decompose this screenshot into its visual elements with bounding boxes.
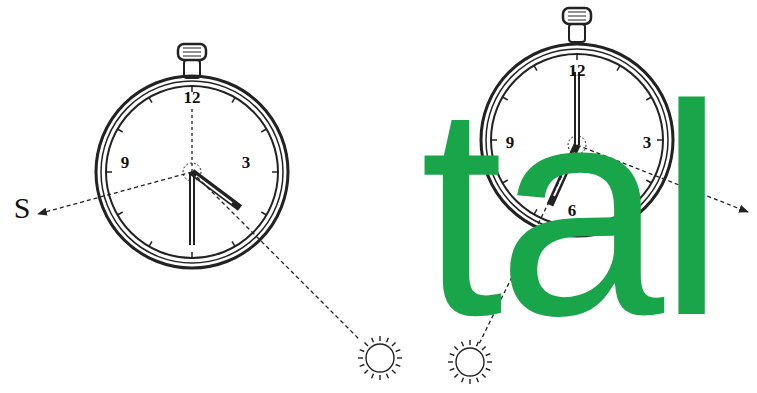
hour-tick bbox=[232, 98, 235, 103]
sun-ray bbox=[486, 369, 491, 371]
hour-tick bbox=[149, 98, 152, 103]
sun-ray bbox=[482, 374, 486, 378]
sun-ray bbox=[469, 379, 470, 384]
watermark: tal bbox=[420, 60, 719, 360]
sun-ray bbox=[379, 375, 380, 380]
sun-ray bbox=[396, 365, 401, 367]
sun-ray bbox=[448, 361, 453, 362]
sun-ray bbox=[387, 338, 389, 343]
direction-letter: S bbox=[14, 193, 31, 223]
hour-tick bbox=[272, 171, 278, 173]
hour-tick bbox=[261, 212, 266, 215]
sun-ray bbox=[360, 365, 365, 367]
sun-ray bbox=[450, 369, 455, 371]
dial-number: 3 bbox=[242, 154, 251, 171]
hour-tick bbox=[118, 212, 123, 215]
hour-tick bbox=[106, 171, 112, 173]
sun-ray bbox=[360, 350, 365, 352]
sun-ray bbox=[392, 370, 396, 374]
hour-tick bbox=[191, 252, 193, 258]
dial-number: 9 bbox=[121, 154, 130, 171]
sun-ray bbox=[387, 374, 389, 379]
sun-symbol bbox=[358, 336, 402, 380]
sun-ray bbox=[364, 342, 368, 346]
sun-ray bbox=[379, 336, 380, 341]
sun-ray bbox=[396, 350, 401, 352]
sun-ray bbox=[462, 378, 464, 383]
sun-ray bbox=[454, 374, 458, 378]
sun-ray bbox=[487, 361, 492, 362]
sun-ray bbox=[392, 342, 396, 346]
hour-tick bbox=[149, 241, 152, 246]
pocket-watch bbox=[96, 44, 288, 268]
sun-ray bbox=[477, 378, 479, 383]
hour-tick bbox=[232, 241, 235, 246]
sun-ray bbox=[372, 338, 374, 343]
hour-tick bbox=[118, 129, 123, 132]
hour-tick bbox=[261, 129, 266, 132]
south-line bbox=[38, 172, 192, 214]
dial-number: 12 bbox=[184, 89, 201, 106]
sun-ray bbox=[364, 370, 368, 374]
sun-ray bbox=[372, 374, 374, 379]
sun-ray bbox=[397, 357, 402, 358]
sun-line bbox=[192, 172, 360, 340]
sun-ray bbox=[358, 357, 363, 358]
